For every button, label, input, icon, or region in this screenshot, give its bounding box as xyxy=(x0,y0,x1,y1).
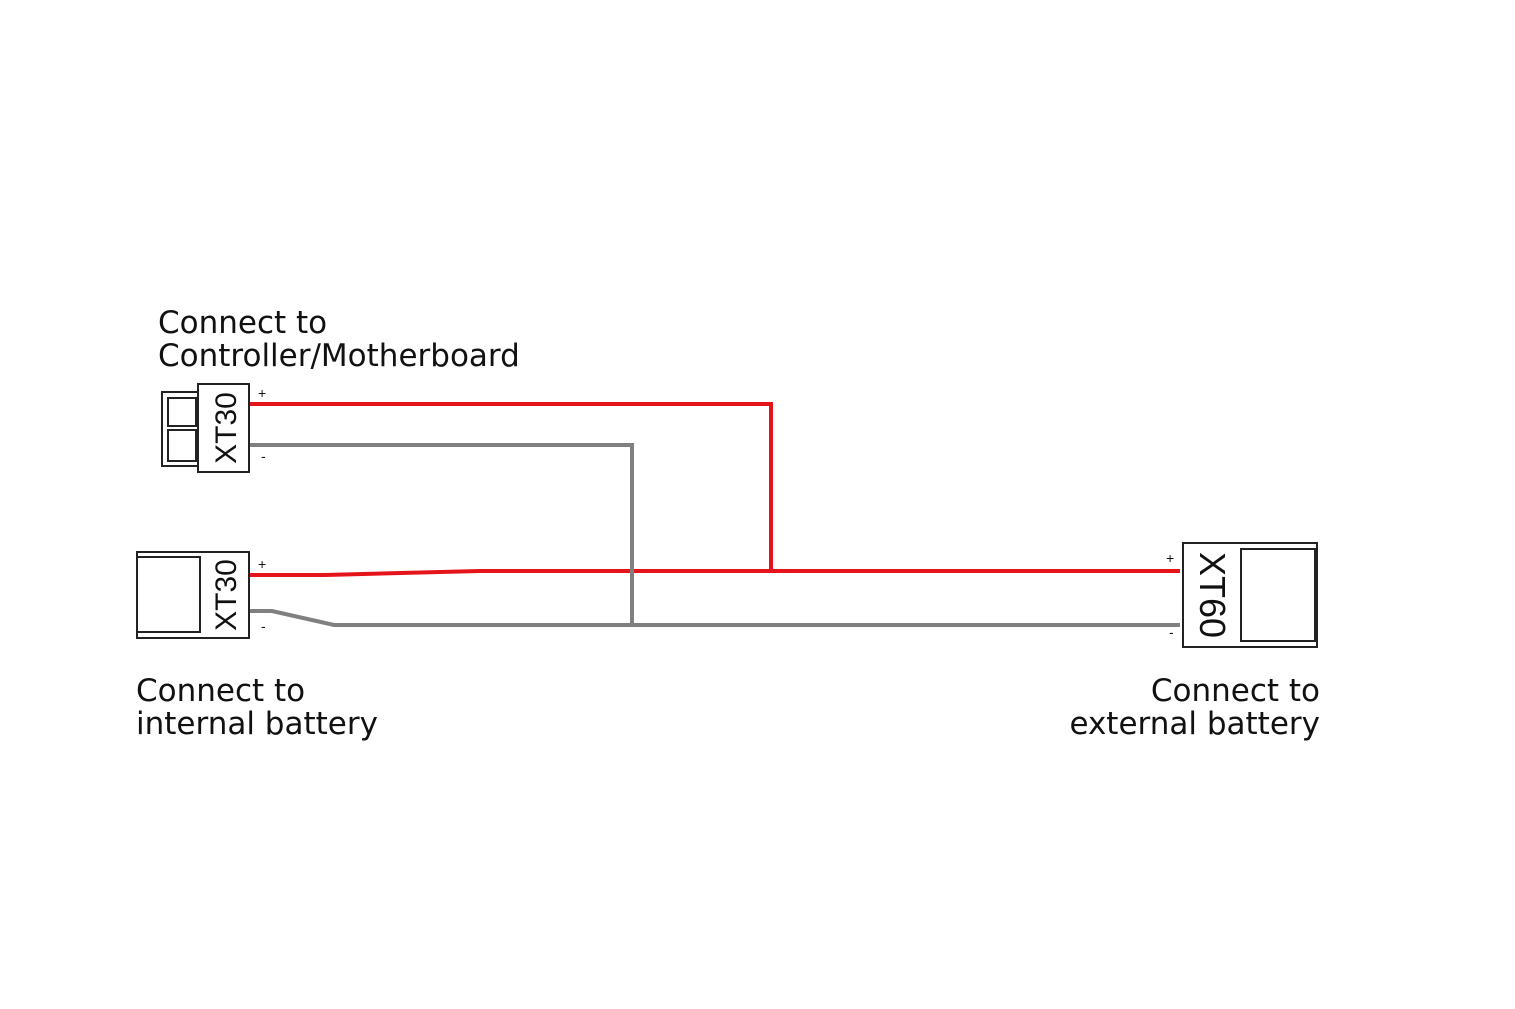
minus-terminal-label: - xyxy=(261,448,266,464)
label-line-2: Controller/Motherboard xyxy=(158,338,520,374)
internal-battery-xt30-connector: XT30 + - xyxy=(136,551,266,639)
connector-housing xyxy=(136,556,201,633)
label-line-1: Connect to xyxy=(158,305,327,341)
external-battery-xt60-connector: XT60 + - xyxy=(1166,542,1318,648)
internal-battery-negative-wire xyxy=(250,609,1180,627)
internal-battery-label: Connect to internal battery xyxy=(136,673,378,742)
connector-housing xyxy=(1240,548,1316,642)
label-line-1: Connect to xyxy=(136,673,305,709)
controller-xt30-connector: XT30 + - xyxy=(161,383,266,473)
controller-negative-wire xyxy=(250,443,634,625)
controller-label: Connect to Controller/Motherboard xyxy=(158,305,520,374)
plus-terminal-label: + xyxy=(1166,550,1174,566)
plus-terminal-label: + xyxy=(258,556,266,572)
internal-battery-positive-wire xyxy=(250,569,1180,577)
minus-terminal-label: - xyxy=(1169,624,1174,640)
external-battery-label: Connect to external battery xyxy=(1069,673,1320,742)
minus-terminal-label: - xyxy=(261,618,266,634)
connector-pin-slot xyxy=(167,429,197,462)
connector-pin-slot xyxy=(167,397,197,427)
connector-type-label: XT30 xyxy=(210,559,243,631)
connector-type-label: XT60 xyxy=(1192,552,1233,638)
controller-positive-wire xyxy=(250,402,773,571)
plus-terminal-label: + xyxy=(258,385,266,401)
label-line-2: internal battery xyxy=(136,706,378,742)
label-line-1: Connect to xyxy=(1151,673,1320,709)
label-line-2: external battery xyxy=(1069,706,1320,742)
connector-type-label: XT30 xyxy=(210,392,243,464)
connector-body xyxy=(197,383,250,473)
